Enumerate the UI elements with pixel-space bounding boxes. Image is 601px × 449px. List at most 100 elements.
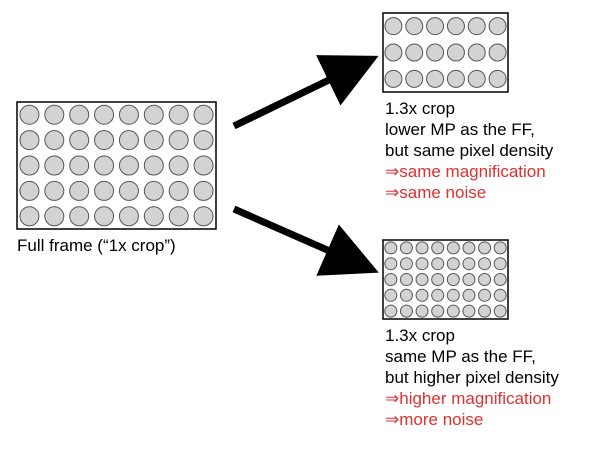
- pixel-circle: [399, 273, 413, 286]
- pixel-circle: [118, 155, 139, 176]
- pixel-circle: [384, 257, 398, 271]
- pixel-circle: [467, 69, 486, 88]
- arrow-to-same-density: [232, 55, 379, 130]
- caption-line: same MP as the FF,: [385, 347, 536, 366]
- pixel-circle: [384, 304, 398, 318]
- full-frame-sensor: [16, 101, 217, 230]
- pixel-circle: [168, 180, 189, 201]
- pixel-circle: [446, 273, 460, 286]
- pixel-circle: [446, 17, 465, 36]
- caption-highlight-line: ⇒same noise: [385, 183, 487, 202]
- pixel-circle: [193, 104, 214, 125]
- pixel-circle: [467, 17, 486, 36]
- pixel-circle: [462, 257, 476, 271]
- pixel-circle: [94, 130, 115, 151]
- higher-density-caption: 1.3x crop same MP as the FF, but higher …: [385, 325, 559, 430]
- pixel-circle: [405, 43, 424, 62]
- pixel-circle: [488, 43, 507, 62]
- pixel-circle: [384, 43, 403, 62]
- pixel-circle: [462, 241, 476, 255]
- pixel-circle: [493, 288, 507, 302]
- pixel-circle: [94, 155, 115, 176]
- pixel-circle: [478, 304, 492, 318]
- pixel-circle: [431, 241, 445, 255]
- pixel-circle: [478, 241, 492, 255]
- pixel-circle: [426, 43, 445, 62]
- pixel-circle: [415, 257, 429, 271]
- pixel-circle: [143, 104, 164, 125]
- pixel-circle: [94, 104, 115, 125]
- pixel-circle: [143, 155, 164, 176]
- caption-highlight-line: ⇒more noise: [385, 410, 484, 429]
- pixel-circle: [193, 155, 214, 176]
- pixel-circle: [493, 257, 507, 271]
- pixel-circle: [118, 130, 139, 151]
- pixel-circle: [399, 257, 413, 271]
- pixel-circle: [431, 257, 445, 271]
- same-density-caption: 1.3x crop lower MP as the FF, but same p…: [385, 98, 553, 203]
- pixel-circle: [478, 288, 492, 302]
- pixel-circle: [446, 257, 460, 271]
- pixel-circle: [493, 304, 507, 318]
- pixel-circle: [415, 273, 429, 286]
- pixel-circle: [118, 206, 139, 227]
- pixel-circle: [168, 155, 189, 176]
- pixel-circle: [44, 104, 65, 125]
- pixel-circle: [19, 104, 40, 125]
- pixel-circle: [69, 206, 90, 227]
- pixel-circle: [399, 241, 413, 255]
- caption-line: but higher pixel density: [385, 368, 559, 387]
- pixel-circle: [44, 180, 65, 201]
- pixel-circle: [19, 206, 40, 227]
- pixel-circle: [69, 180, 90, 201]
- pixel-circle: [44, 155, 65, 176]
- pixel-circle: [431, 273, 445, 286]
- pixel-circle: [193, 206, 214, 227]
- pixel-circle: [462, 288, 476, 302]
- pixel-circle: [143, 206, 164, 227]
- pixel-circle: [467, 43, 486, 62]
- crop-sensor-same-density: [382, 12, 509, 93]
- pixel-circle: [19, 130, 40, 151]
- pixel-circle: [118, 104, 139, 125]
- pixel-circle: [168, 206, 189, 227]
- pixel-circle: [384, 288, 398, 302]
- pixel-circle: [415, 304, 429, 318]
- pixel-circle: [44, 130, 65, 151]
- sensor-outline: [382, 12, 509, 93]
- pixel-circle: [488, 17, 507, 36]
- pixel-circle: [193, 130, 214, 151]
- pixel-circle: [462, 304, 476, 318]
- arrow-to-higher-density: [232, 205, 379, 276]
- pixel-circle: [415, 241, 429, 255]
- pixel-circle: [431, 304, 445, 318]
- pixel-circle: [431, 288, 445, 302]
- pixel-circle: [446, 43, 465, 62]
- pixel-circle: [193, 180, 214, 201]
- pixel-circle: [118, 180, 139, 201]
- pixel-circle: [69, 155, 90, 176]
- caption-line: lower MP as the FF,: [385, 120, 535, 139]
- pixel-circle: [415, 288, 429, 302]
- pixel-circle: [446, 241, 460, 255]
- pixel-circle: [44, 206, 65, 227]
- full-frame-label: Full frame (“1x crop”): [17, 236, 176, 255]
- pixel-circle: [493, 241, 507, 255]
- pixel-circle: [399, 288, 413, 302]
- pixel-circle: [478, 257, 492, 271]
- caption-line: but same pixel density: [385, 141, 554, 160]
- pixel-circle: [143, 130, 164, 151]
- pixel-circle: [446, 69, 465, 88]
- pixel-circle: [94, 206, 115, 227]
- pixel-circle: [446, 304, 460, 318]
- pixel-circle: [493, 273, 507, 286]
- pixel-circle: [384, 273, 398, 286]
- caption-line: 1.3x crop: [385, 99, 455, 118]
- pixel-circle: [446, 288, 460, 302]
- pixel-circle: [405, 17, 424, 36]
- pixel-circle: [143, 180, 164, 201]
- pixel-circle: [19, 180, 40, 201]
- pixel-circle: [384, 17, 403, 36]
- pixel-circle: [69, 104, 90, 125]
